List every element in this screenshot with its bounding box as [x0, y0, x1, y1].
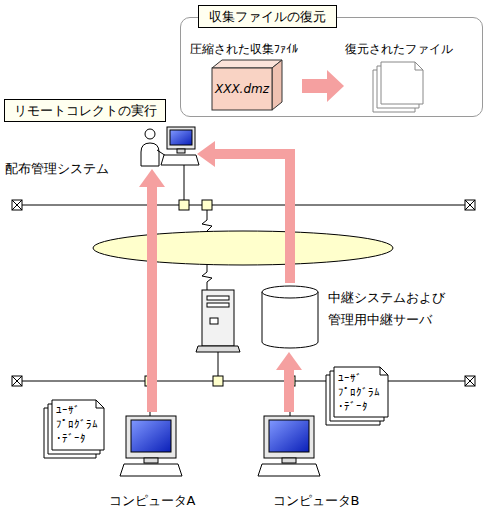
keyboard — [120, 464, 182, 476]
terminator-cross — [465, 376, 475, 386]
page-fold — [415, 62, 423, 70]
network-port — [285, 376, 295, 386]
terminator-cross — [12, 376, 22, 386]
network-port — [213, 376, 223, 386]
file-name: XXX.dmz — [212, 82, 272, 96]
relay-server: 中継システムおよび 管理用中継サーバ — [198, 283, 320, 353]
monitor-screen — [170, 130, 192, 145]
network-port — [145, 376, 155, 386]
file-caption: 圧縮された収集ﾌｧｲﾙ — [190, 42, 298, 57]
wan-link — [202, 265, 212, 290]
person-body — [141, 143, 159, 166]
box-top — [212, 60, 282, 68]
page-fold — [96, 400, 104, 408]
drop-cable — [290, 386, 291, 416]
user-data: ﾕｰｻﾞ ﾌﾟﾛｸﾞﾗﾑ ・ﾃﾞｰﾀ — [40, 396, 108, 460]
monitor-stand — [282, 458, 296, 463]
flow-arrow — [302, 79, 327, 93]
box-side — [272, 60, 282, 110]
terminator — [465, 376, 475, 386]
monitor-stand — [144, 458, 158, 463]
drive-slot — [207, 303, 229, 307]
computer: コンピュータB — [258, 412, 320, 480]
data-label: ﾕｰｻﾞ ﾌﾟﾛｸﾞﾗﾑ ・ﾃﾞｰﾀ — [338, 372, 384, 414]
monitor-screen — [131, 420, 171, 452]
computer-icon — [120, 416, 182, 476]
management-system: 配布管理システム — [138, 124, 198, 170]
terminator-cross — [465, 200, 475, 210]
panel-heading: 収集ファイルの復元 — [198, 5, 337, 28]
server-tower — [202, 290, 234, 346]
box-front — [212, 68, 272, 110]
computer: コンピュータA — [122, 412, 182, 480]
keyboard — [161, 155, 199, 165]
database-cylinder — [262, 292, 318, 348]
compressed-file: 圧縮された収集ﾌｧｲﾙ XXX.dmz — [186, 38, 302, 114]
step-tag: リモートコレクトの実行 — [4, 99, 166, 122]
terminator-cross — [12, 200, 22, 210]
page-sheet — [334, 367, 388, 417]
drop-cable — [184, 165, 185, 200]
flow-arrow — [147, 187, 157, 412]
flow-arrow — [284, 370, 294, 412]
terminator — [12, 376, 22, 386]
computer-label: コンピュータA — [100, 492, 204, 509]
person-head — [145, 129, 155, 139]
monitor-stand — [177, 149, 185, 153]
system-label: 配布管理システム — [5, 160, 109, 177]
computer-icon — [258, 416, 320, 476]
group-panel: 収集ファイルの復元圧縮された収集ﾌｧｲﾙXXX.dmz復元されたファイル — [180, 17, 483, 117]
computer-label: コンピュータB — [264, 492, 368, 509]
monitor-frame — [264, 416, 314, 458]
network-port — [202, 200, 212, 210]
terminator — [465, 200, 475, 210]
server-label: 中継システムおよび 管理用中継サーバ — [328, 287, 458, 331]
drive-slot — [207, 296, 229, 300]
terminator — [12, 200, 22, 210]
page-fold — [380, 367, 388, 375]
server-base — [196, 346, 240, 352]
drive-slot — [210, 318, 218, 324]
restored-files: 復元されたファイル — [343, 38, 455, 114]
page-sheet — [381, 62, 423, 104]
wan-cloud — [93, 231, 393, 265]
drop-cable — [150, 386, 151, 416]
network-port — [179, 200, 189, 210]
page-sheet — [52, 400, 104, 450]
monitor-frame — [167, 127, 195, 149]
keyboard — [258, 464, 320, 476]
wan-link — [202, 210, 212, 231]
step-label: リモートコレクトの実行 — [5, 102, 165, 119]
flow-arrow — [215, 154, 290, 283]
user-data: ﾕｰｻﾞ ﾌﾟﾛｸﾞﾗﾑ ・ﾃﾞｰﾀ — [318, 364, 398, 430]
database-top — [262, 286, 318, 298]
file-caption: 復元されたファイル — [345, 42, 453, 57]
network-line — [22, 205, 465, 206]
monitor-screen — [269, 420, 309, 452]
drop-cable — [218, 352, 219, 376]
monitor-frame — [126, 416, 176, 458]
network-line — [22, 381, 465, 382]
data-label: ﾕｰｻﾞ ﾌﾟﾛｸﾞﾗﾑ ・ﾃﾞｰﾀ — [56, 404, 102, 446]
